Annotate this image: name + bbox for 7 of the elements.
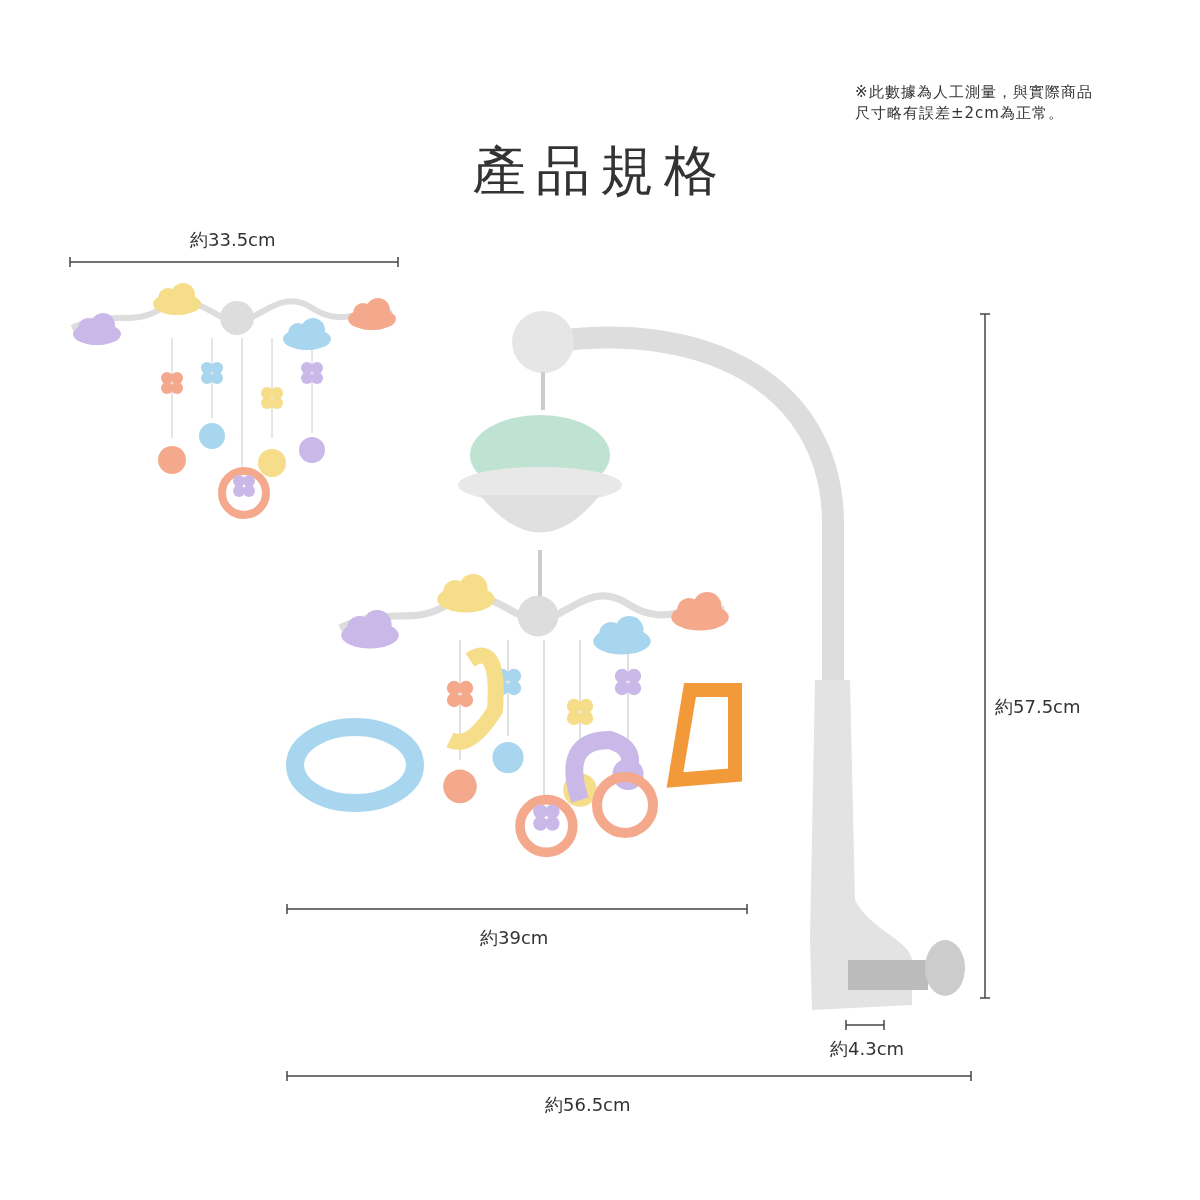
dimension-label: 約57.5cm <box>995 695 1081 719</box>
dimension-label: 約33.5cm <box>190 228 276 252</box>
dimension-label: 約39cm <box>480 926 549 950</box>
dimension-label: 約4.3cm <box>830 1037 905 1061</box>
measurement-note: ※此數據為人工測量，與實際商品尺寸略有誤差±2cm為正常。 <box>855 82 1094 124</box>
dimension-label: 約56.5cm <box>545 1093 631 1117</box>
title: 產品規格 <box>471 138 729 204</box>
